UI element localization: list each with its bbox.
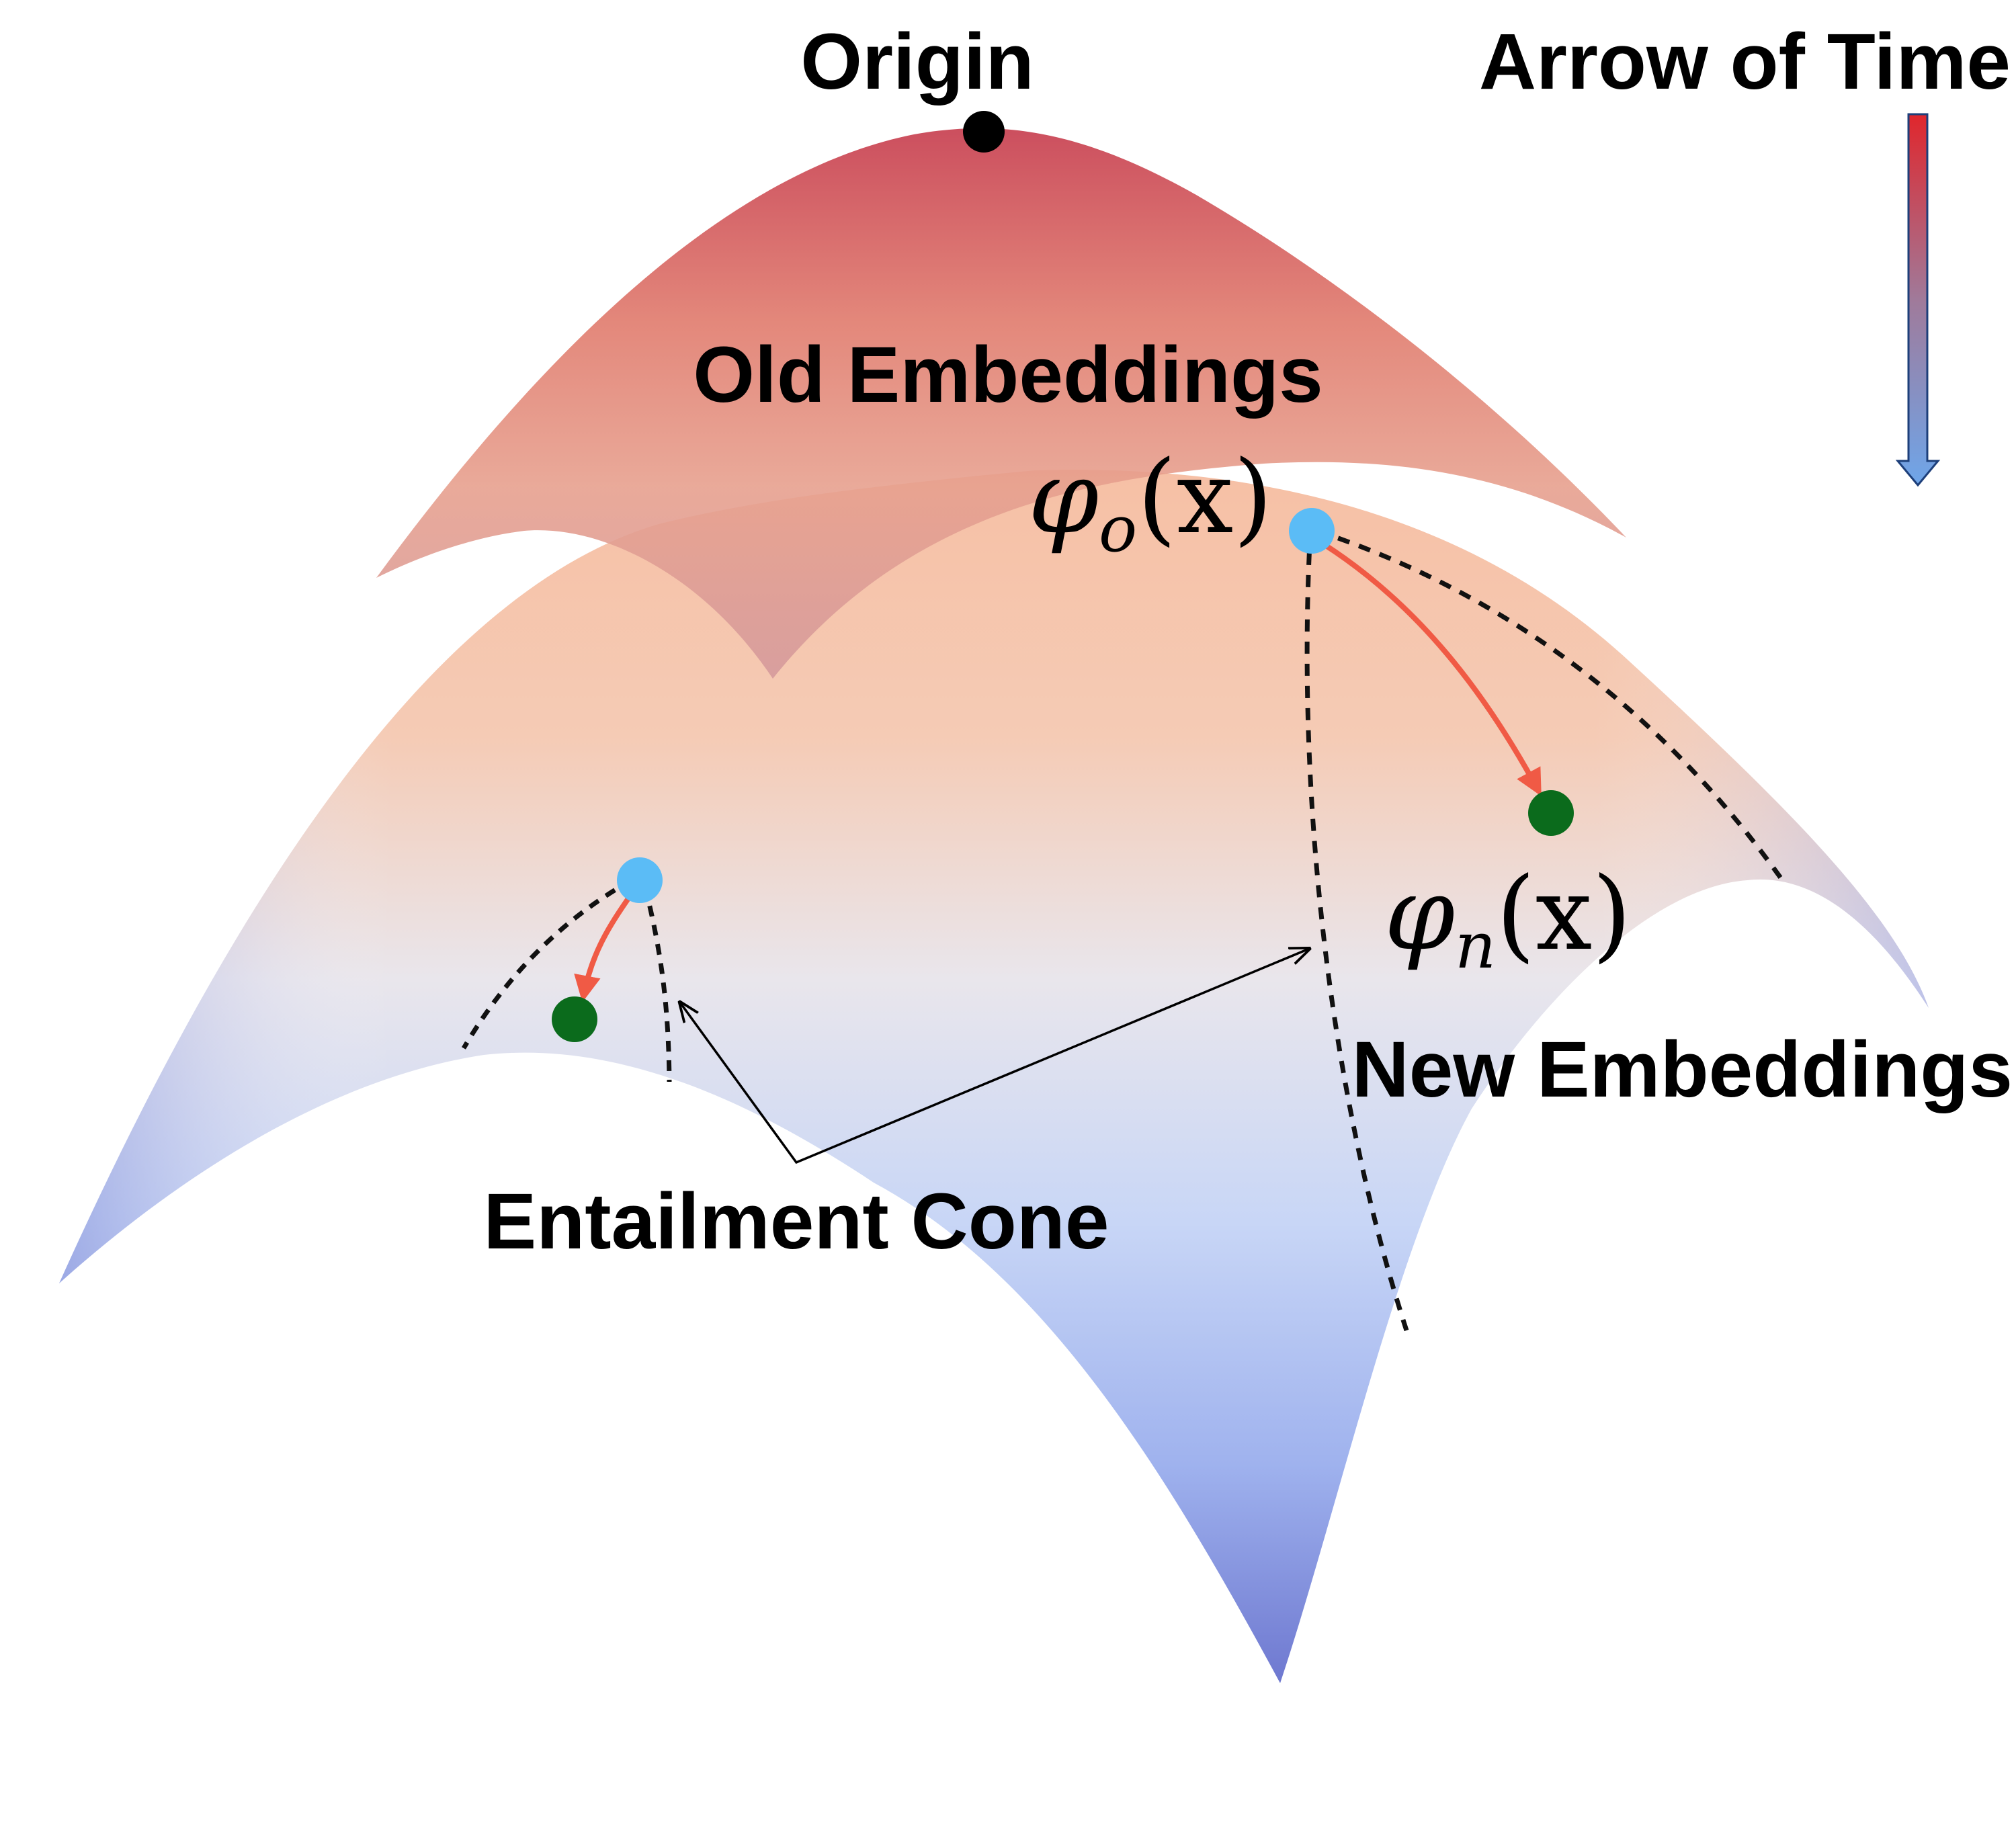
entailment-cone-pointer (680, 949, 1309, 1164)
new-embedding-point-left (552, 996, 597, 1042)
origin-label: Origin (800, 17, 1034, 106)
phi-old-label: φo(x) (1028, 439, 1273, 566)
old-embeddings-label: Old Embeddings (693, 331, 1323, 419)
entailment-cone-left-edge-1 (461, 878, 633, 1050)
old-embedding-point-left (617, 857, 663, 903)
arrow-of-time-label: Arrow of Time (1479, 17, 2011, 106)
arrow-of-time-indicator (1895, 113, 1941, 487)
new-surface-side-shading (59, 470, 1929, 1684)
old-embeddings-surface (376, 128, 1626, 679)
entailment-cone-right-edge-2 (1316, 528, 1788, 888)
entailment-cone-label: Entailment Cone (484, 1177, 1109, 1266)
entailment-cone-right-edge-1 (1304, 530, 1409, 1332)
transition-arrow-left (574, 892, 634, 1003)
origin-point (963, 111, 1005, 153)
entailment-cone-left-edge-2 (642, 886, 672, 1082)
transition-arrow-right (1322, 542, 1542, 797)
phi-new-label: φn(x) (1384, 856, 1632, 983)
new-embedding-point-right (1528, 790, 1574, 836)
old-embedding-point-right (1289, 508, 1335, 554)
new-embeddings-label: New Embeddings (1352, 1025, 2013, 1114)
